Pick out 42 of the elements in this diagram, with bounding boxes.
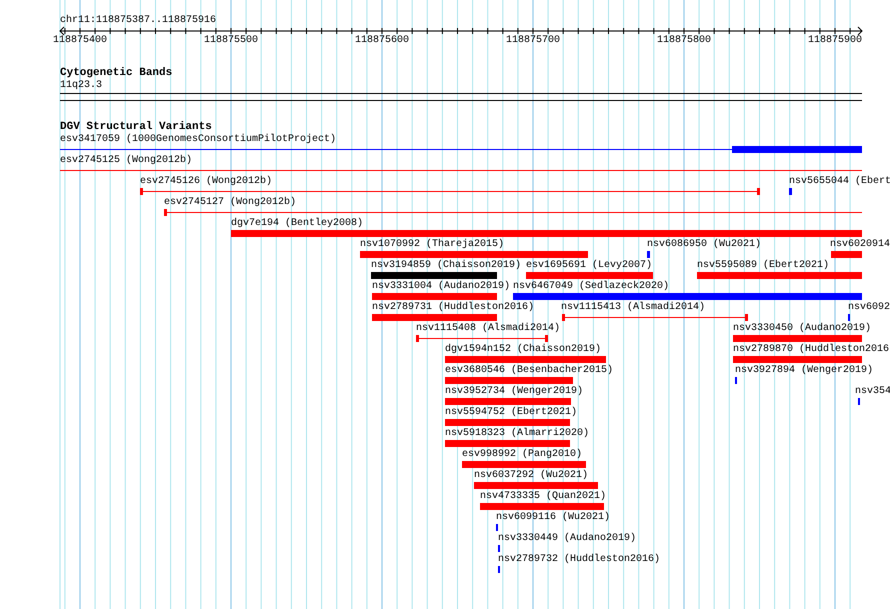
variant-label: nsv3927894 (Wenger2019) [735, 365, 874, 377]
variant-label: nsv1115413 (Alsmadi2014) [561, 302, 706, 314]
variant-label: esv3417059 (1000GenomesConsortiumPilotProject) [60, 134, 336, 146]
variant-label: esv2745126 (Wong2012b) [140, 176, 272, 188]
variant-label: nsv2789731 (Huddleston2016) [372, 302, 534, 314]
variant-label: nsv3194859 (Chaisson2019) [371, 260, 522, 272]
track-title: Cytogenetic Bands [60, 67, 172, 79]
variant-label: nsv6086950 (Wu2021) [647, 239, 762, 251]
track-title: DGV Structural Variants [60, 121, 212, 133]
tick-label: 118875900 [808, 35, 862, 47]
variant-label: nsv1115408 (Alsmadi2014) [416, 323, 560, 335]
variant-label: dgv7e194 (Bentley2008) [231, 218, 364, 230]
tick-label: 118875800 [657, 35, 712, 47]
variant-label: esv2745127 (Wong2012b) [164, 197, 296, 209]
variant-label: nsv5595089 (Ebert2021) [697, 260, 830, 272]
tick-label: 118875700 [506, 35, 560, 47]
variant-label: nsv6092 [848, 302, 890, 314]
tick-label: 118875500 [204, 35, 258, 47]
variant-label: nsv6467049 (Sedlazeck2020) [513, 281, 670, 293]
variant-label: nsv5594752 (Ebert2021) [445, 407, 578, 419]
variant-label: esv2745125 (Wong2012b) [60, 155, 192, 167]
variant-label: nsv3330449 (Audano2019) [498, 533, 636, 545]
variant-label: dgv1594n152 (Chaisson2019) [445, 344, 602, 356]
variant-label: nsv3330450 (Audano2019) [733, 323, 872, 335]
variant-label: esv998992 (Pang2010) [462, 449, 582, 461]
band-label: 11q23.3 [60, 80, 102, 92]
variant-label: nsv6020914 [830, 239, 890, 251]
tick-label: 118875600 [355, 35, 410, 47]
variant-label: nsv1070992 (Thareja2015) [360, 239, 504, 251]
variant-label: nsv5918323 (Almarri2020) [445, 428, 590, 440]
variant-label: nsv6099116 (Wu2021) [496, 512, 610, 524]
variant-label: nsv4733335 (Quan2021) [480, 491, 606, 503]
tick-label: 118875400 [53, 35, 108, 47]
variant-label: nsv3331004 (Audano2019) [372, 281, 510, 293]
position-label: chr11:118875387..118875916 [60, 15, 216, 27]
variant-label: esv3680546 (Besenbacher2015) [445, 365, 614, 377]
variant-label: nsv2789870 (Huddleston2016 [733, 344, 890, 356]
variant-label: nsv6037292 (Wu2021) [474, 470, 588, 482]
variant-label: nsv5655044 (Ebert [789, 176, 890, 188]
variant-label: nsv2789732 (Huddleston2016) [498, 554, 660, 566]
variant-label: nsv3952734 (Wenger2019) [445, 386, 584, 398]
variant-label: esv1695691 (Levy2007) [526, 260, 652, 272]
